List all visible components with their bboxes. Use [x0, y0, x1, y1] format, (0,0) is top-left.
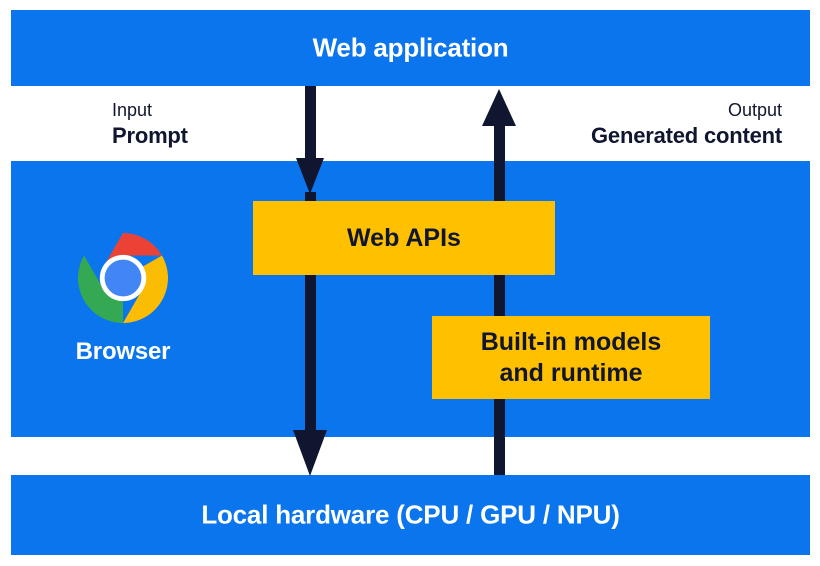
generated-content-flow-arrowhead-icon	[482, 89, 516, 126]
band-local-hardware-label: Local hardware (CPU / GPU / NPU)	[201, 499, 620, 530]
prompt-flow-line-lower	[305, 192, 316, 434]
box-web-apis-label: Web APIs	[347, 223, 461, 252]
annotation-input-value: Prompt	[112, 122, 188, 148]
box-web-apis: Web APIs	[253, 201, 555, 275]
annotation-output-kind: Output	[727, 100, 782, 120]
chrome-logo-icon	[77, 232, 169, 324]
prompt-flow-arrowhead-upper-icon	[296, 158, 324, 194]
annotation-input-kind: Input	[112, 100, 153, 120]
browser-caption: Browser	[75, 338, 171, 365]
band-web-application-label: Web application	[312, 32, 509, 63]
prompt-flow-line-upper	[305, 86, 316, 166]
generated-content-flow-line	[494, 120, 505, 475]
box-built-in-models: Built-in models and runtime	[432, 316, 710, 399]
browser-group: Browser	[63, 232, 183, 366]
prompt-flow-arrowhead-lower-icon	[293, 430, 327, 476]
band-web-application: Web application	[11, 10, 810, 86]
box-built-in-models-label: Built-in models and runtime	[481, 327, 662, 388]
band-local-hardware: Local hardware (CPU / GPU / NPU)	[11, 475, 810, 555]
annotation-output-value: Generated content	[591, 122, 782, 148]
annotation-input: Input Prompt	[112, 99, 188, 149]
annotation-output: Output Generated content	[591, 99, 782, 149]
box-built-in-models-line2: and runtime	[499, 358, 643, 387]
box-built-in-models-line1: Built-in models	[480, 328, 662, 356]
